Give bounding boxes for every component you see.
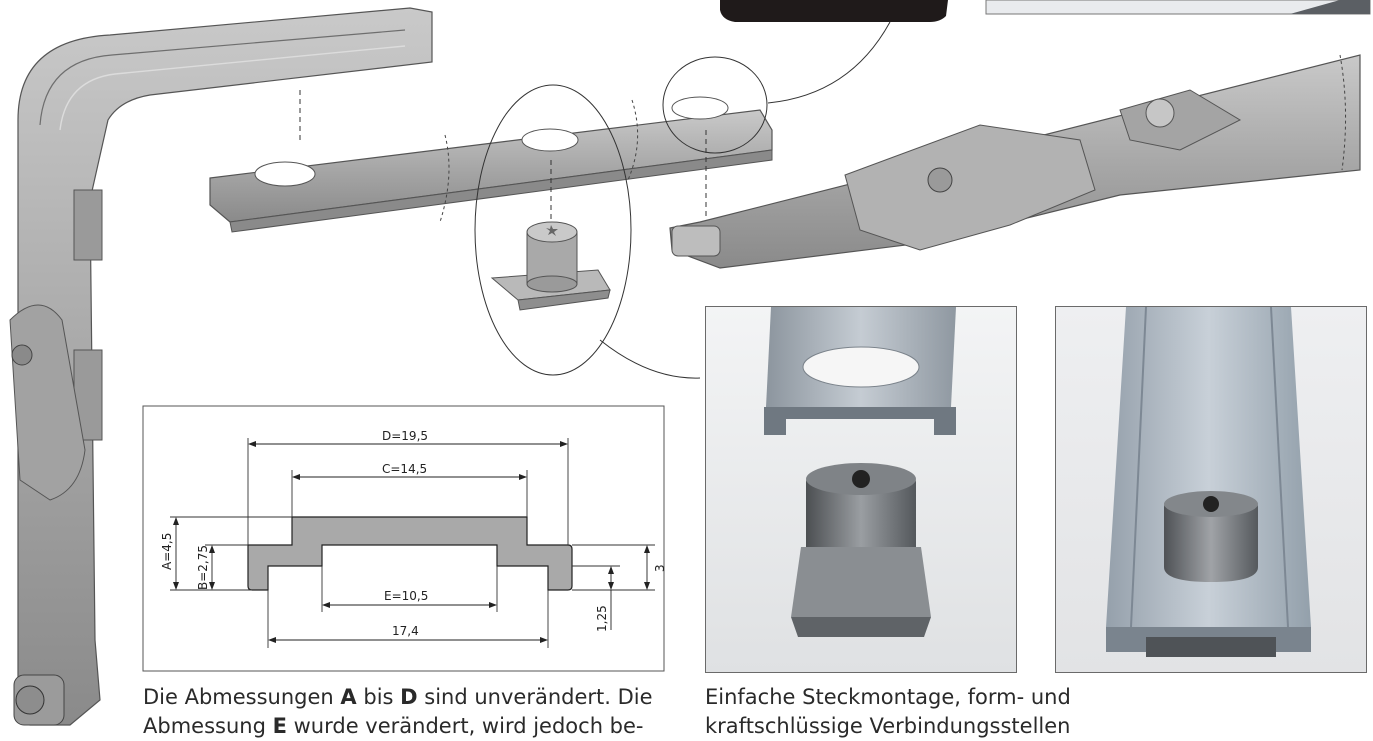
caption-mounting-line-2: kraftschlüssige Verbindungsstellen bbox=[705, 714, 1071, 738]
photo-stud-insertion bbox=[705, 306, 1017, 673]
dim-label-total: 17,4 bbox=[392, 624, 419, 638]
caption-dimensions: Die Abmessungen A bis D sind unverändert… bbox=[143, 683, 683, 741]
detail-circle-stud bbox=[474, 84, 701, 379]
caption-dimensions-line-1: Die Abmessungen A bis D sind unverändert… bbox=[143, 685, 653, 709]
caption-dim-e: E bbox=[272, 714, 287, 738]
corner-drive-element bbox=[9, 7, 433, 726]
lock-mechanism bbox=[669, 54, 1361, 269]
caption-dim-a: A bbox=[340, 685, 357, 709]
caption-dim-d: D bbox=[400, 685, 418, 709]
dim-label-b: B=2,75 bbox=[196, 545, 210, 590]
dim-label-e: E=10,5 bbox=[384, 589, 428, 603]
dim-label-c: C=14,5 bbox=[382, 462, 427, 476]
detail-circle-rod-end bbox=[662, 21, 891, 154]
dim-label-1-25: 1,25 bbox=[595, 605, 609, 632]
caption-mounting: Einfache Steckmontage, form- und kraftsc… bbox=[705, 683, 1125, 741]
caption-mounting-line-1: Einfache Steckmontage, form- und bbox=[705, 685, 1071, 709]
top-photo-fragment-dark bbox=[720, 0, 948, 22]
caption-dimensions-line-2: Abmessung E wurde verändert, wird jedoch… bbox=[143, 714, 644, 738]
top-photo-fragment-right bbox=[985, 0, 1371, 15]
mushroom-stud bbox=[490, 221, 611, 311]
dim-label-a: A=4,5 bbox=[160, 533, 174, 570]
dim-label-d: D=19,5 bbox=[382, 429, 428, 443]
connecting-rod bbox=[209, 96, 773, 233]
profile-dimension-drawing: D=19,5 C=14,5 E=10,5 17,4 A=4,5 B=2,75 3… bbox=[142, 405, 667, 672]
photo-stud-installed bbox=[1055, 306, 1367, 673]
dim-label-3: 3 bbox=[653, 564, 667, 572]
